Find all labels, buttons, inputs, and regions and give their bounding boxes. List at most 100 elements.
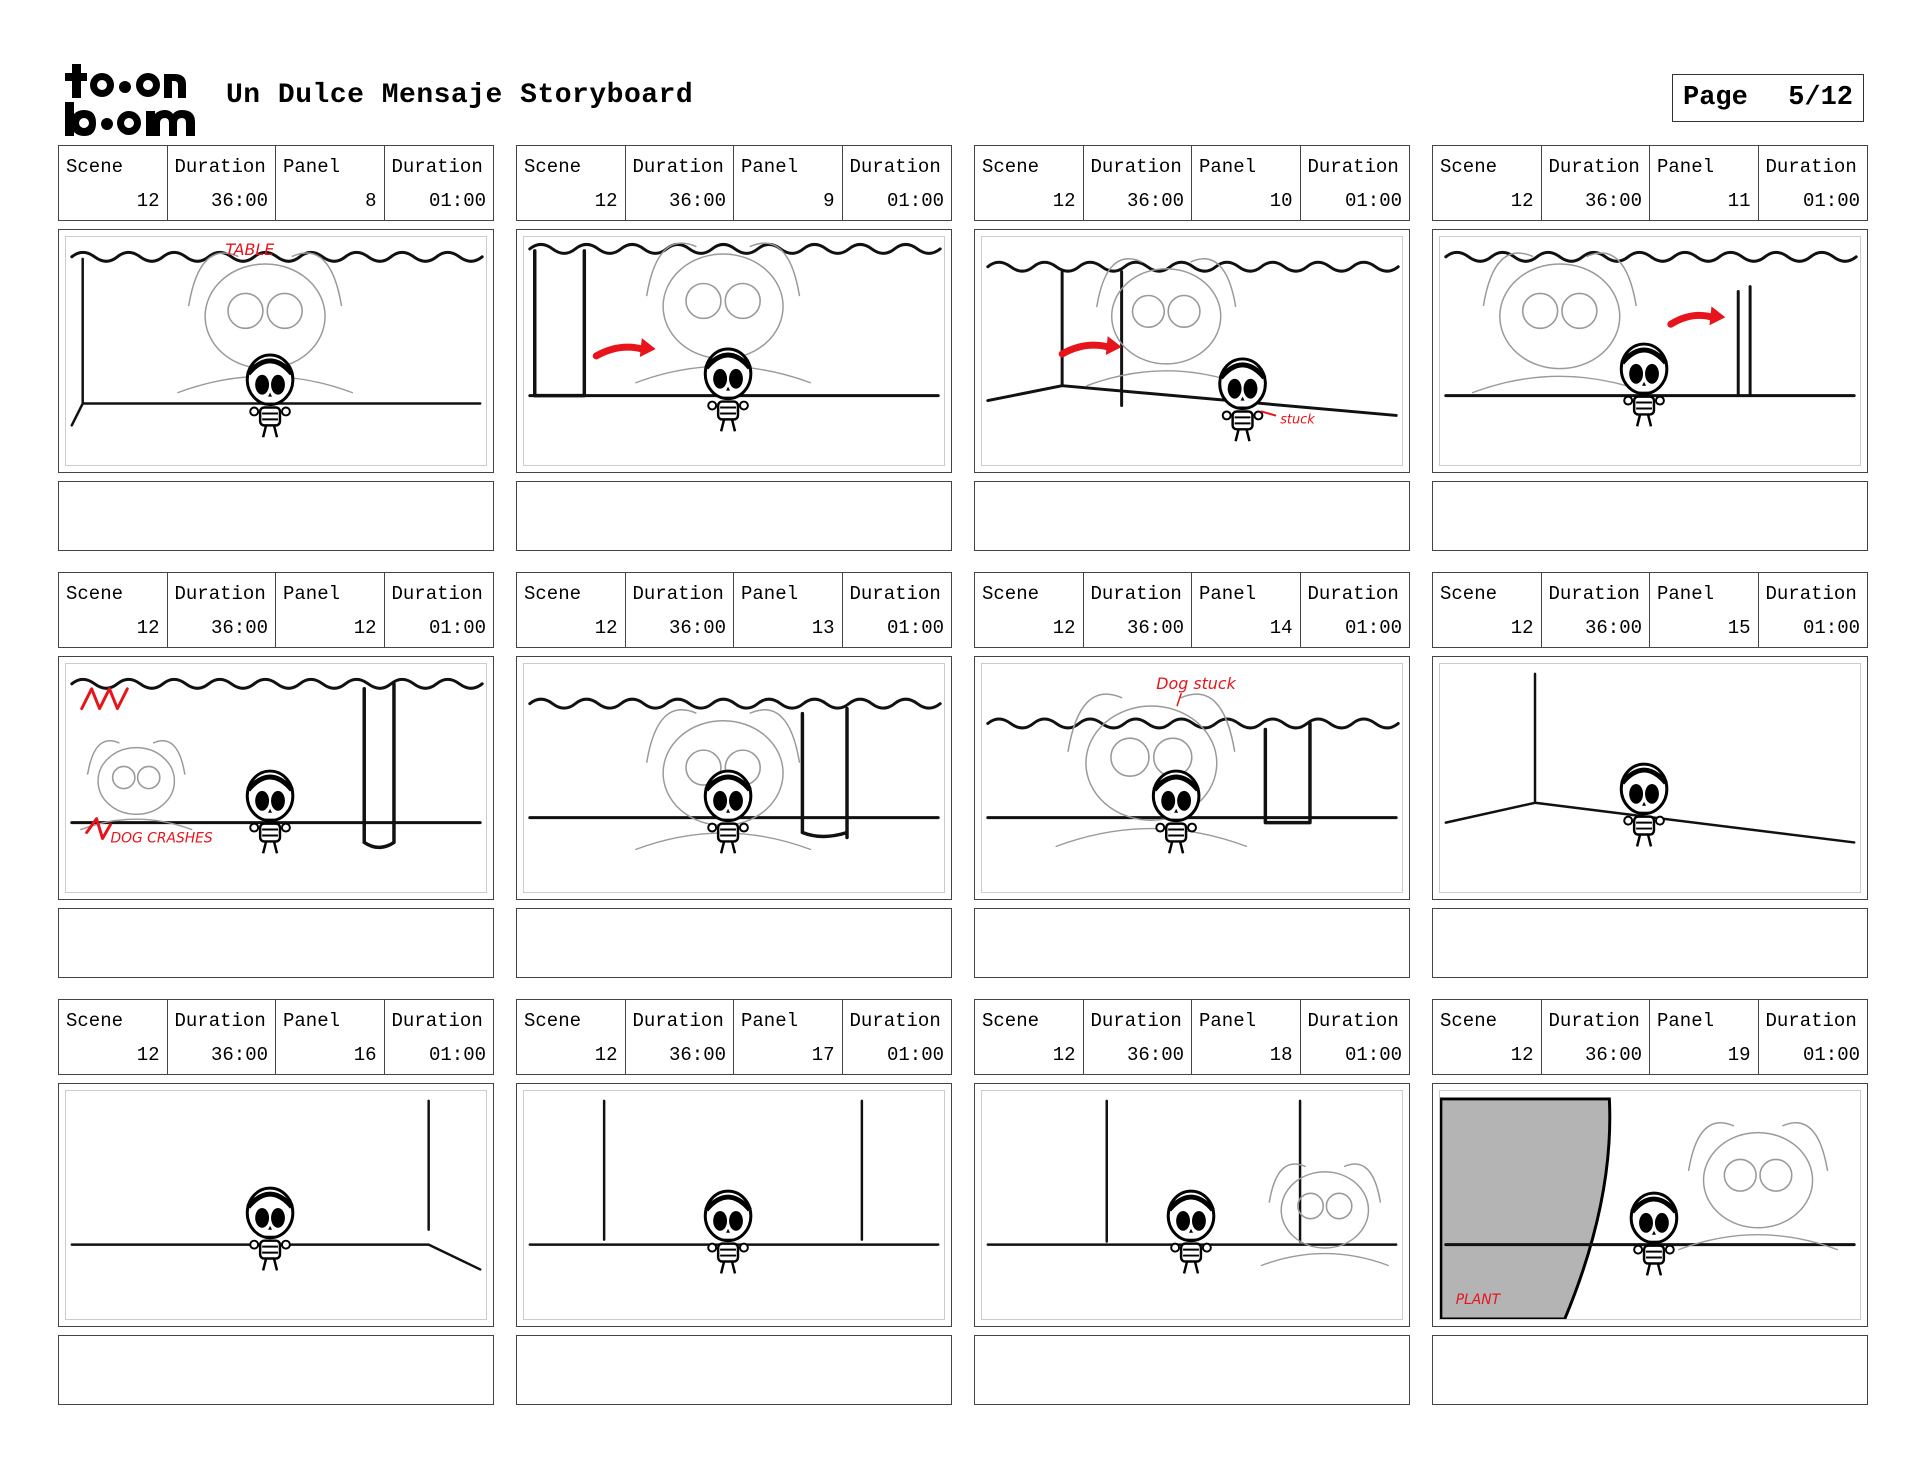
table-leg xyxy=(1736,285,1752,398)
scene-field: Scene 12 xyxy=(517,146,626,220)
hood xyxy=(704,1194,752,1212)
panel-label: Panel xyxy=(1657,1010,1715,1032)
scene-field: Scene 12 xyxy=(517,1000,626,1074)
panel-drawing-frame: stuck xyxy=(974,229,1410,473)
scene-label: Scene xyxy=(66,583,124,605)
hood xyxy=(704,774,752,792)
eye-socket xyxy=(1227,378,1242,399)
scene-field: Scene 12 xyxy=(59,1000,168,1074)
eye-socket xyxy=(255,1207,270,1228)
scene-duration-field: Duration 36:00 xyxy=(168,1000,276,1074)
panel-duration-field: Duration 01:00 xyxy=(843,573,952,647)
panel-label: Panel xyxy=(1199,1010,1257,1032)
eye-socket xyxy=(1161,790,1176,811)
panel-info-bar: Scene 12 Duration 36:00 Panel 13 Duratio… xyxy=(516,572,952,648)
eye-socket xyxy=(255,790,270,811)
panel-duration-label: Duration xyxy=(391,583,483,605)
panel-label: Panel xyxy=(741,583,799,605)
panel-duration-label: Duration xyxy=(1307,1010,1399,1032)
dog-ear xyxy=(291,252,343,307)
scene-duration: 36:00 xyxy=(668,190,726,212)
panel-label: Panel xyxy=(1199,583,1257,605)
room-corner xyxy=(986,270,1398,417)
eye-socket xyxy=(729,790,743,811)
ribcage xyxy=(716,822,740,843)
table-edge-line xyxy=(70,677,484,690)
legs xyxy=(1234,429,1251,442)
room-corner xyxy=(70,1099,482,1271)
panel-notes-box xyxy=(516,481,952,551)
panel-duration-field: Duration 01:00 xyxy=(1759,1000,1868,1074)
nose xyxy=(268,1225,273,1230)
panel-info-bar: Scene 12 Duration 36:00 Panel 15 Duratio… xyxy=(1432,572,1868,648)
ribs xyxy=(720,406,736,415)
annotation-text: stuck xyxy=(1280,412,1315,427)
legs xyxy=(1182,1261,1200,1274)
panel-number: 19 xyxy=(1727,1044,1751,1066)
panel-info-bar: Scene 12 Duration 36:00 Panel 12 Duratio… xyxy=(58,572,494,648)
eye-socket xyxy=(271,374,285,395)
dog-eye xyxy=(1759,1158,1793,1192)
dog-ear xyxy=(1586,252,1637,307)
panel-notes-box xyxy=(1432,908,1868,978)
dog-eye xyxy=(1723,1158,1757,1192)
annotation-text: TABLE xyxy=(225,240,274,259)
dog-body xyxy=(1471,375,1648,394)
panel-duration-label: Duration xyxy=(1765,1010,1857,1032)
dog-ear xyxy=(1268,1163,1306,1203)
scene-duration-label: Duration xyxy=(1548,1010,1640,1032)
crash-marks xyxy=(85,817,112,840)
scene-duration-field: Duration 36:00 xyxy=(1084,573,1192,647)
dog-eye xyxy=(111,765,136,790)
skeleton-character xyxy=(1619,342,1669,427)
room-corner xyxy=(70,257,482,427)
panel-notes-box xyxy=(58,481,494,551)
scene-number: 12 xyxy=(594,190,618,212)
panel-duration-field: Duration 01:00 xyxy=(1301,146,1410,220)
ribs xyxy=(1234,416,1251,425)
scene-label: Scene xyxy=(982,1010,1040,1032)
eye-socket xyxy=(1192,1210,1206,1231)
hood xyxy=(1630,1196,1678,1214)
panel-duration-field: Duration 01:00 xyxy=(1301,573,1410,647)
panel-field: Panel 18 xyxy=(1192,1000,1301,1074)
panel-duration-label: Duration xyxy=(849,583,941,605)
red-arrowhead xyxy=(639,338,656,357)
panel-number: 11 xyxy=(1727,190,1751,212)
hand xyxy=(1623,395,1634,406)
panel-number: 14 xyxy=(1269,617,1293,639)
panel-duration-field: Duration 01:00 xyxy=(1759,146,1868,220)
scene-duration-label: Duration xyxy=(1090,583,1182,605)
ribs xyxy=(1168,828,1185,837)
scene-duration-label: Duration xyxy=(1548,583,1640,605)
hand xyxy=(1155,822,1166,833)
panel-info-bar: Scene 12 Duration 36:00 Panel 14 Duratio… xyxy=(974,572,1410,648)
ribcage xyxy=(716,400,740,421)
scene-field: Scene 12 xyxy=(59,146,168,220)
panel-duration-label: Duration xyxy=(391,1010,483,1032)
panel-duration-field: Duration 01:00 xyxy=(843,1000,952,1074)
panel-duration: 01:00 xyxy=(1344,617,1402,639)
hood xyxy=(1218,362,1267,380)
panel-notes-box xyxy=(58,908,494,978)
scene-field: Scene 12 xyxy=(1433,1000,1542,1074)
panel-notes-box xyxy=(516,1335,952,1405)
panel-duration-field: Duration 01:00 xyxy=(843,146,952,220)
red-arrowhead xyxy=(1105,336,1122,355)
skeleton-character xyxy=(245,1186,295,1271)
hood xyxy=(1620,767,1668,785)
hood xyxy=(704,352,752,370)
hood xyxy=(1152,774,1200,792)
panel-sketch xyxy=(523,1090,945,1320)
legs xyxy=(1635,834,1653,847)
legs xyxy=(1635,414,1653,427)
hand xyxy=(1633,1244,1644,1255)
panel-sketch xyxy=(1439,236,1861,466)
ribs xyxy=(262,828,278,837)
panel-duration: 01:00 xyxy=(886,1044,944,1066)
hand xyxy=(738,400,749,411)
scene-duration-field: Duration 36:00 xyxy=(1084,1000,1192,1074)
eye-socket xyxy=(1645,363,1659,384)
panel-duration: 01:00 xyxy=(1802,1044,1860,1066)
plant-pot xyxy=(1440,1097,1612,1319)
